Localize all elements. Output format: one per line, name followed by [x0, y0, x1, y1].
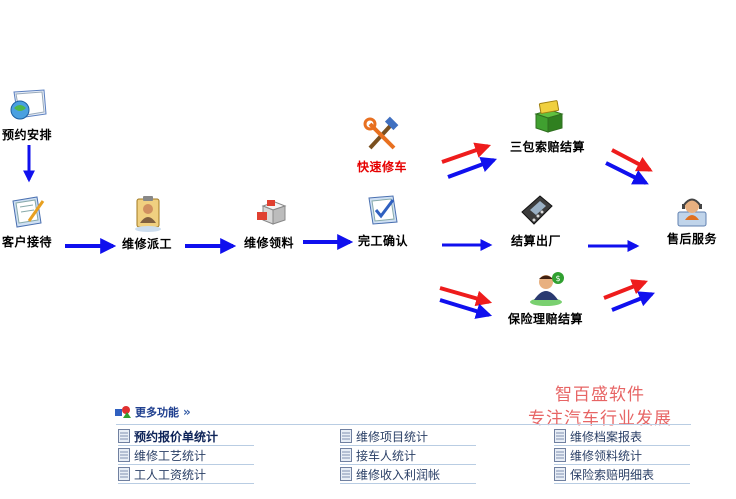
arrow-insurance-after-blue — [611, 291, 655, 312]
document-icon — [118, 467, 130, 481]
arrow-insurance-red — [439, 286, 493, 307]
node-label: 维修领料 — [244, 236, 295, 250]
money-box-icon — [533, 100, 564, 133]
report-link-label: 维修工艺统计 — [134, 448, 207, 463]
shapes-icon — [115, 406, 131, 418]
badge-person-icon — [135, 196, 161, 232]
notebook-pen-icon — [12, 196, 45, 228]
more-functions-title: 更多功能 — [135, 406, 179, 419]
node-insurance[interactable]: $ 保险理赔结算 — [508, 270, 583, 327]
arrow-warranty-after-blue — [605, 161, 649, 185]
node-label: 完工确认 — [358, 234, 409, 248]
document-icon — [340, 429, 352, 443]
links-row: 预约报价单统计 维修项目统计 维修档案报表 — [118, 427, 698, 447]
links-row: 维修工艺统计 接车人统计 维修领料统计 — [118, 446, 698, 466]
wrench-hammer-icon — [363, 116, 399, 150]
report-link-label: 工人工资统计 — [134, 467, 207, 482]
more-divider — [116, 424, 691, 425]
document-icon — [118, 429, 130, 443]
document-icon — [340, 467, 352, 481]
arrow-insurance-blue — [439, 298, 493, 319]
report-link-label: 维修领料统计 — [570, 448, 643, 463]
report-link[interactable]: 维修工艺统计 — [118, 446, 254, 465]
support-agent-icon — [677, 198, 707, 227]
node-label: 保险理赔结算 — [508, 312, 584, 326]
node-completion[interactable]: 完工确认 — [358, 192, 408, 249]
node-dispatch[interactable]: 维修派工 — [122, 195, 172, 252]
document-icon — [554, 467, 566, 481]
node-appointment[interactable]: 预约安排 — [2, 86, 52, 143]
document-icon — [554, 429, 566, 443]
node-label: 快速修车 — [357, 160, 408, 174]
arrow-warranty-after-red — [611, 148, 653, 172]
node-after-sales[interactable]: 售后服务 — [667, 194, 717, 247]
checklist-icon — [368, 195, 398, 225]
report-link-label: 维修档案报表 — [570, 429, 643, 444]
node-checkout[interactable]: 结算出厂 — [511, 190, 561, 249]
person-dollar-icon: $ — [529, 272, 564, 306]
node-label: 客户接待 — [2, 235, 53, 249]
report-link[interactable]: 维修领料统计 — [554, 446, 690, 465]
node-warranty[interactable]: 三包索赔结算 — [510, 100, 585, 155]
calendar-globe-icon — [10, 89, 47, 120]
node-label: 结算出厂 — [511, 234, 562, 248]
report-link[interactable]: 维修项目统计 — [340, 427, 476, 446]
report-link-label: 维修收入利润帐 — [356, 467, 441, 482]
document-icon — [554, 448, 566, 462]
svg-text:$: $ — [555, 274, 560, 283]
watermark-line1: 智百盛软件 — [555, 385, 645, 405]
document-icon — [118, 448, 130, 462]
links-row: 工人工资统计 维修收入利润帐 保险索赔明细表 — [118, 465, 698, 485]
document-icon — [340, 448, 352, 462]
report-link[interactable]: 保险索赔明细表 — [554, 465, 690, 484]
node-label: 维修派工 — [122, 237, 173, 251]
node-label: 预约安排 — [2, 128, 53, 142]
report-link[interactable]: 预约报价单统计 — [118, 427, 254, 446]
node-quick-repair[interactable]: 快速修车 — [357, 116, 407, 175]
report-link[interactable]: 维修档案报表 — [554, 427, 690, 446]
arrow-warranty-blue — [447, 156, 498, 179]
node-label: 售后服务 — [667, 232, 718, 246]
more-functions-header[interactable]: 更多功能 » — [115, 404, 191, 420]
arrow-insurance-after-red — [603, 279, 648, 300]
node-label: 三包索赔结算 — [510, 140, 586, 154]
report-link-label: 保险索赔明细表 — [570, 467, 655, 482]
report-link-label: 预约报价单统计 — [134, 429, 219, 444]
node-reception[interactable]: 客户接待 — [2, 193, 52, 250]
report-link[interactable]: 工人工资统计 — [118, 465, 254, 484]
report-link-label: 维修项目统计 — [356, 429, 429, 444]
node-materials[interactable]: 维修领料 — [244, 196, 294, 251]
double-chevron-right-icon: » — [183, 405, 191, 419]
report-link[interactable]: 维修收入利润帐 — [340, 465, 476, 484]
arrow-warranty-red — [441, 142, 492, 164]
report-link[interactable]: 接车人统计 — [340, 446, 476, 465]
pos-terminal-icon — [521, 195, 553, 225]
boxes-icon — [257, 200, 287, 225]
report-link-label: 接车人统计 — [356, 448, 417, 463]
